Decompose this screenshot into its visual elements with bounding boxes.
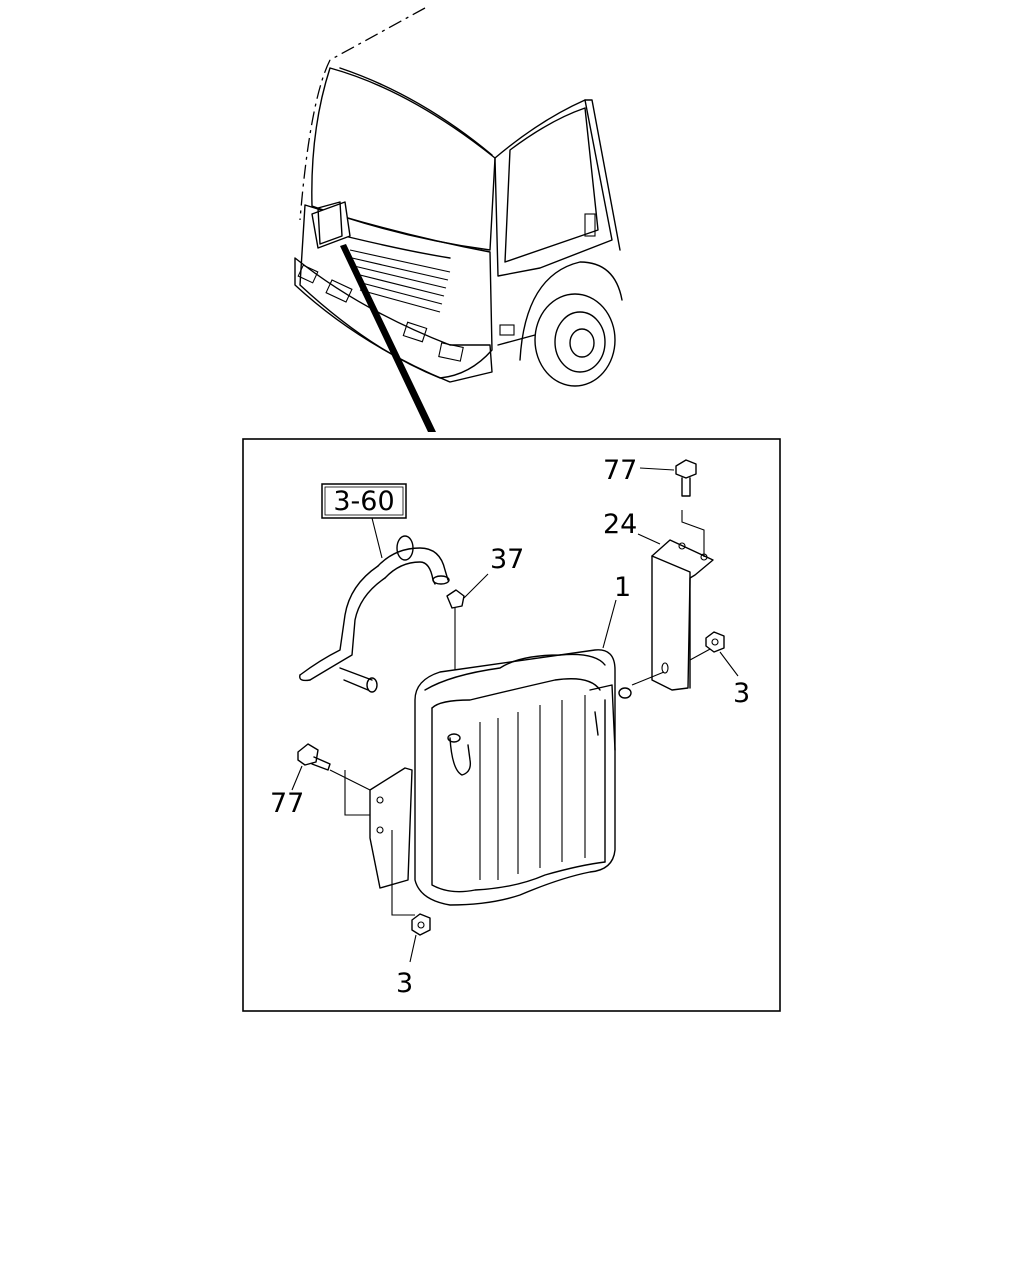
bottom-nut[interactable] <box>411 913 431 936</box>
detail-frame <box>242 438 781 1012</box>
reference-label[interactable]: 3-60 <box>321 483 407 519</box>
right-bracket[interactable] <box>631 510 714 691</box>
callout-tank: 1 <box>614 572 631 603</box>
left-bracket[interactable] <box>329 767 415 916</box>
callout-nut-right: 3 <box>733 678 750 709</box>
truck-cab-illustration <box>294 7 623 432</box>
callout-bolt-top: 77 <box>603 455 637 486</box>
hose <box>299 535 450 693</box>
left-bolt[interactable] <box>297 743 331 771</box>
top-bolt[interactable] <box>675 459 697 497</box>
callout-bolt-left: 77 <box>270 788 304 819</box>
reservoir-tank[interactable] <box>414 649 632 906</box>
right-nut[interactable] <box>705 631 725 653</box>
callout-clip: 37 <box>490 544 524 575</box>
callout-bracket-right: 24 <box>603 509 637 540</box>
reference-label-text: 3-60 <box>333 486 394 517</box>
leader-to-detail <box>340 244 436 432</box>
callout-nut-bottom: 3 <box>396 968 413 999</box>
grille-lines <box>349 249 451 313</box>
